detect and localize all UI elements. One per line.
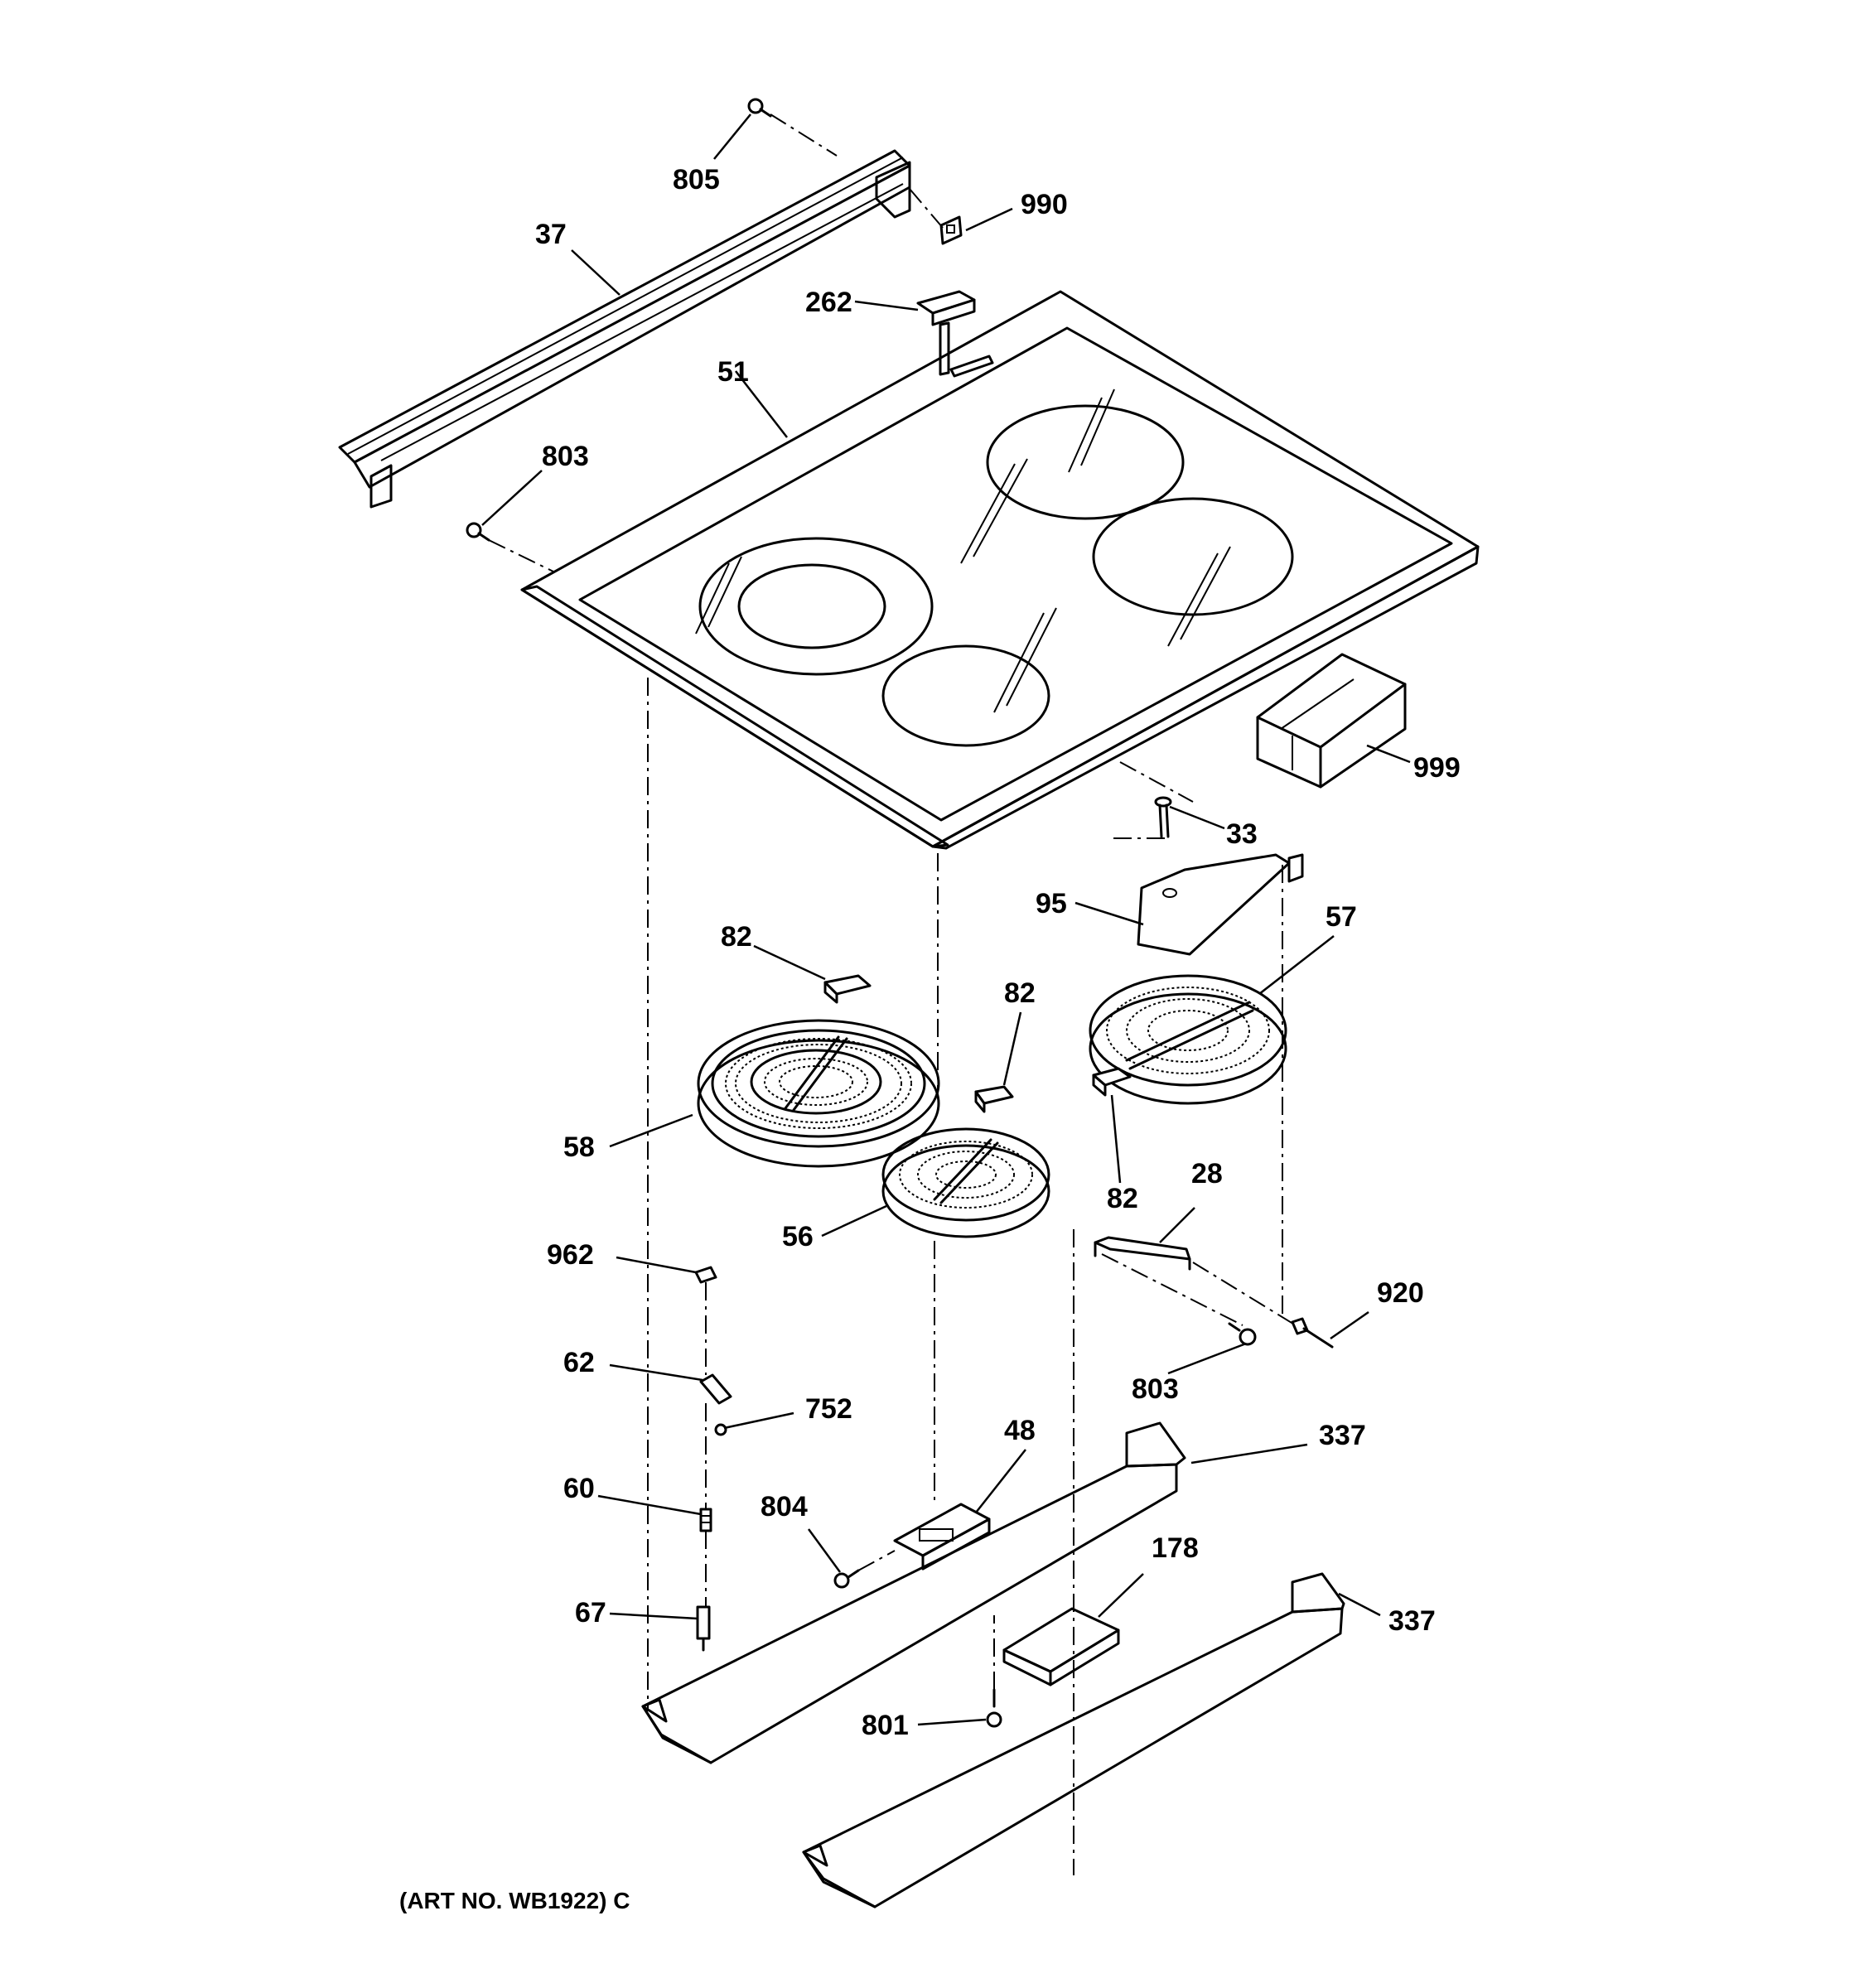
spring-60 <box>699 1508 712 1532</box>
part-337-front-rail <box>641 1421 1186 1764</box>
callout-51: 51 <box>717 356 749 388</box>
callout-962: 962 <box>547 1239 594 1271</box>
callout-920: 920 <box>1377 1277 1424 1309</box>
callout-48: 48 <box>1004 1415 1036 1446</box>
callout-803-upper: 803 <box>542 441 589 472</box>
callout-337-upper: 337 <box>1319 1420 1366 1451</box>
screw-801 <box>986 1688 1002 1728</box>
callout-803-lower: 803 <box>1132 1373 1179 1405</box>
art-number-caption: (ART NO. WB1922) C <box>399 1888 630 1913</box>
burner-56-element <box>881 1085 1050 1238</box>
callout-82-right: 82 <box>1107 1183 1138 1214</box>
part-337-rear-rail <box>802 1572 1345 1908</box>
sensor-33 <box>1154 796 1172 838</box>
callout-262: 262 <box>805 287 852 318</box>
callout-95: 95 <box>1036 888 1067 919</box>
bolt-67 <box>696 1605 711 1652</box>
callout-60: 60 <box>563 1473 595 1504</box>
callout-58: 58 <box>563 1132 595 1163</box>
screw-803-upper <box>466 522 490 542</box>
callout-33: 33 <box>1226 818 1258 850</box>
screw-752 <box>714 1423 727 1436</box>
callout-62: 62 <box>563 1347 595 1378</box>
callout-67: 67 <box>575 1597 606 1629</box>
bracket-95 <box>1137 853 1304 956</box>
burner-57-element <box>1089 974 1287 1105</box>
part-48-terminal-block <box>893 1503 991 1571</box>
bracket-62 <box>699 1373 732 1405</box>
screw-803-lower <box>1228 1322 1257 1346</box>
clip-990 <box>939 215 963 245</box>
screw-805 <box>747 98 772 118</box>
screw-804 <box>833 1569 860 1589</box>
callout-37: 37 <box>535 219 567 250</box>
callout-82-middle: 82 <box>1004 977 1036 1009</box>
callout-999: 999 <box>1413 752 1461 784</box>
callout-337-lower: 337 <box>1388 1605 1436 1637</box>
bracket-262 <box>916 290 994 378</box>
callout-804: 804 <box>761 1491 808 1522</box>
burner-58-dual-element <box>697 974 940 1168</box>
callout-56: 56 <box>782 1221 814 1252</box>
callout-752: 752 <box>805 1393 852 1425</box>
leader-lines <box>481 113 1411 1726</box>
pin-920 <box>1291 1317 1334 1349</box>
part-962 <box>694 1266 717 1284</box>
callout-28: 28 <box>1191 1158 1223 1189</box>
part-51-glass-cooktop <box>520 290 1480 850</box>
callout-57: 57 <box>1326 901 1357 933</box>
bracket-28 <box>1094 1236 1191 1271</box>
callout-805: 805 <box>673 164 720 195</box>
callout-178: 178 <box>1152 1532 1199 1564</box>
callout-801: 801 <box>862 1710 909 1741</box>
part-37-rear-trim <box>338 149 911 509</box>
part-178-block <box>1002 1607 1120 1686</box>
part-999-box <box>1256 653 1407 789</box>
callout-82-left: 82 <box>721 921 752 953</box>
callout-990: 990 <box>1021 189 1068 220</box>
